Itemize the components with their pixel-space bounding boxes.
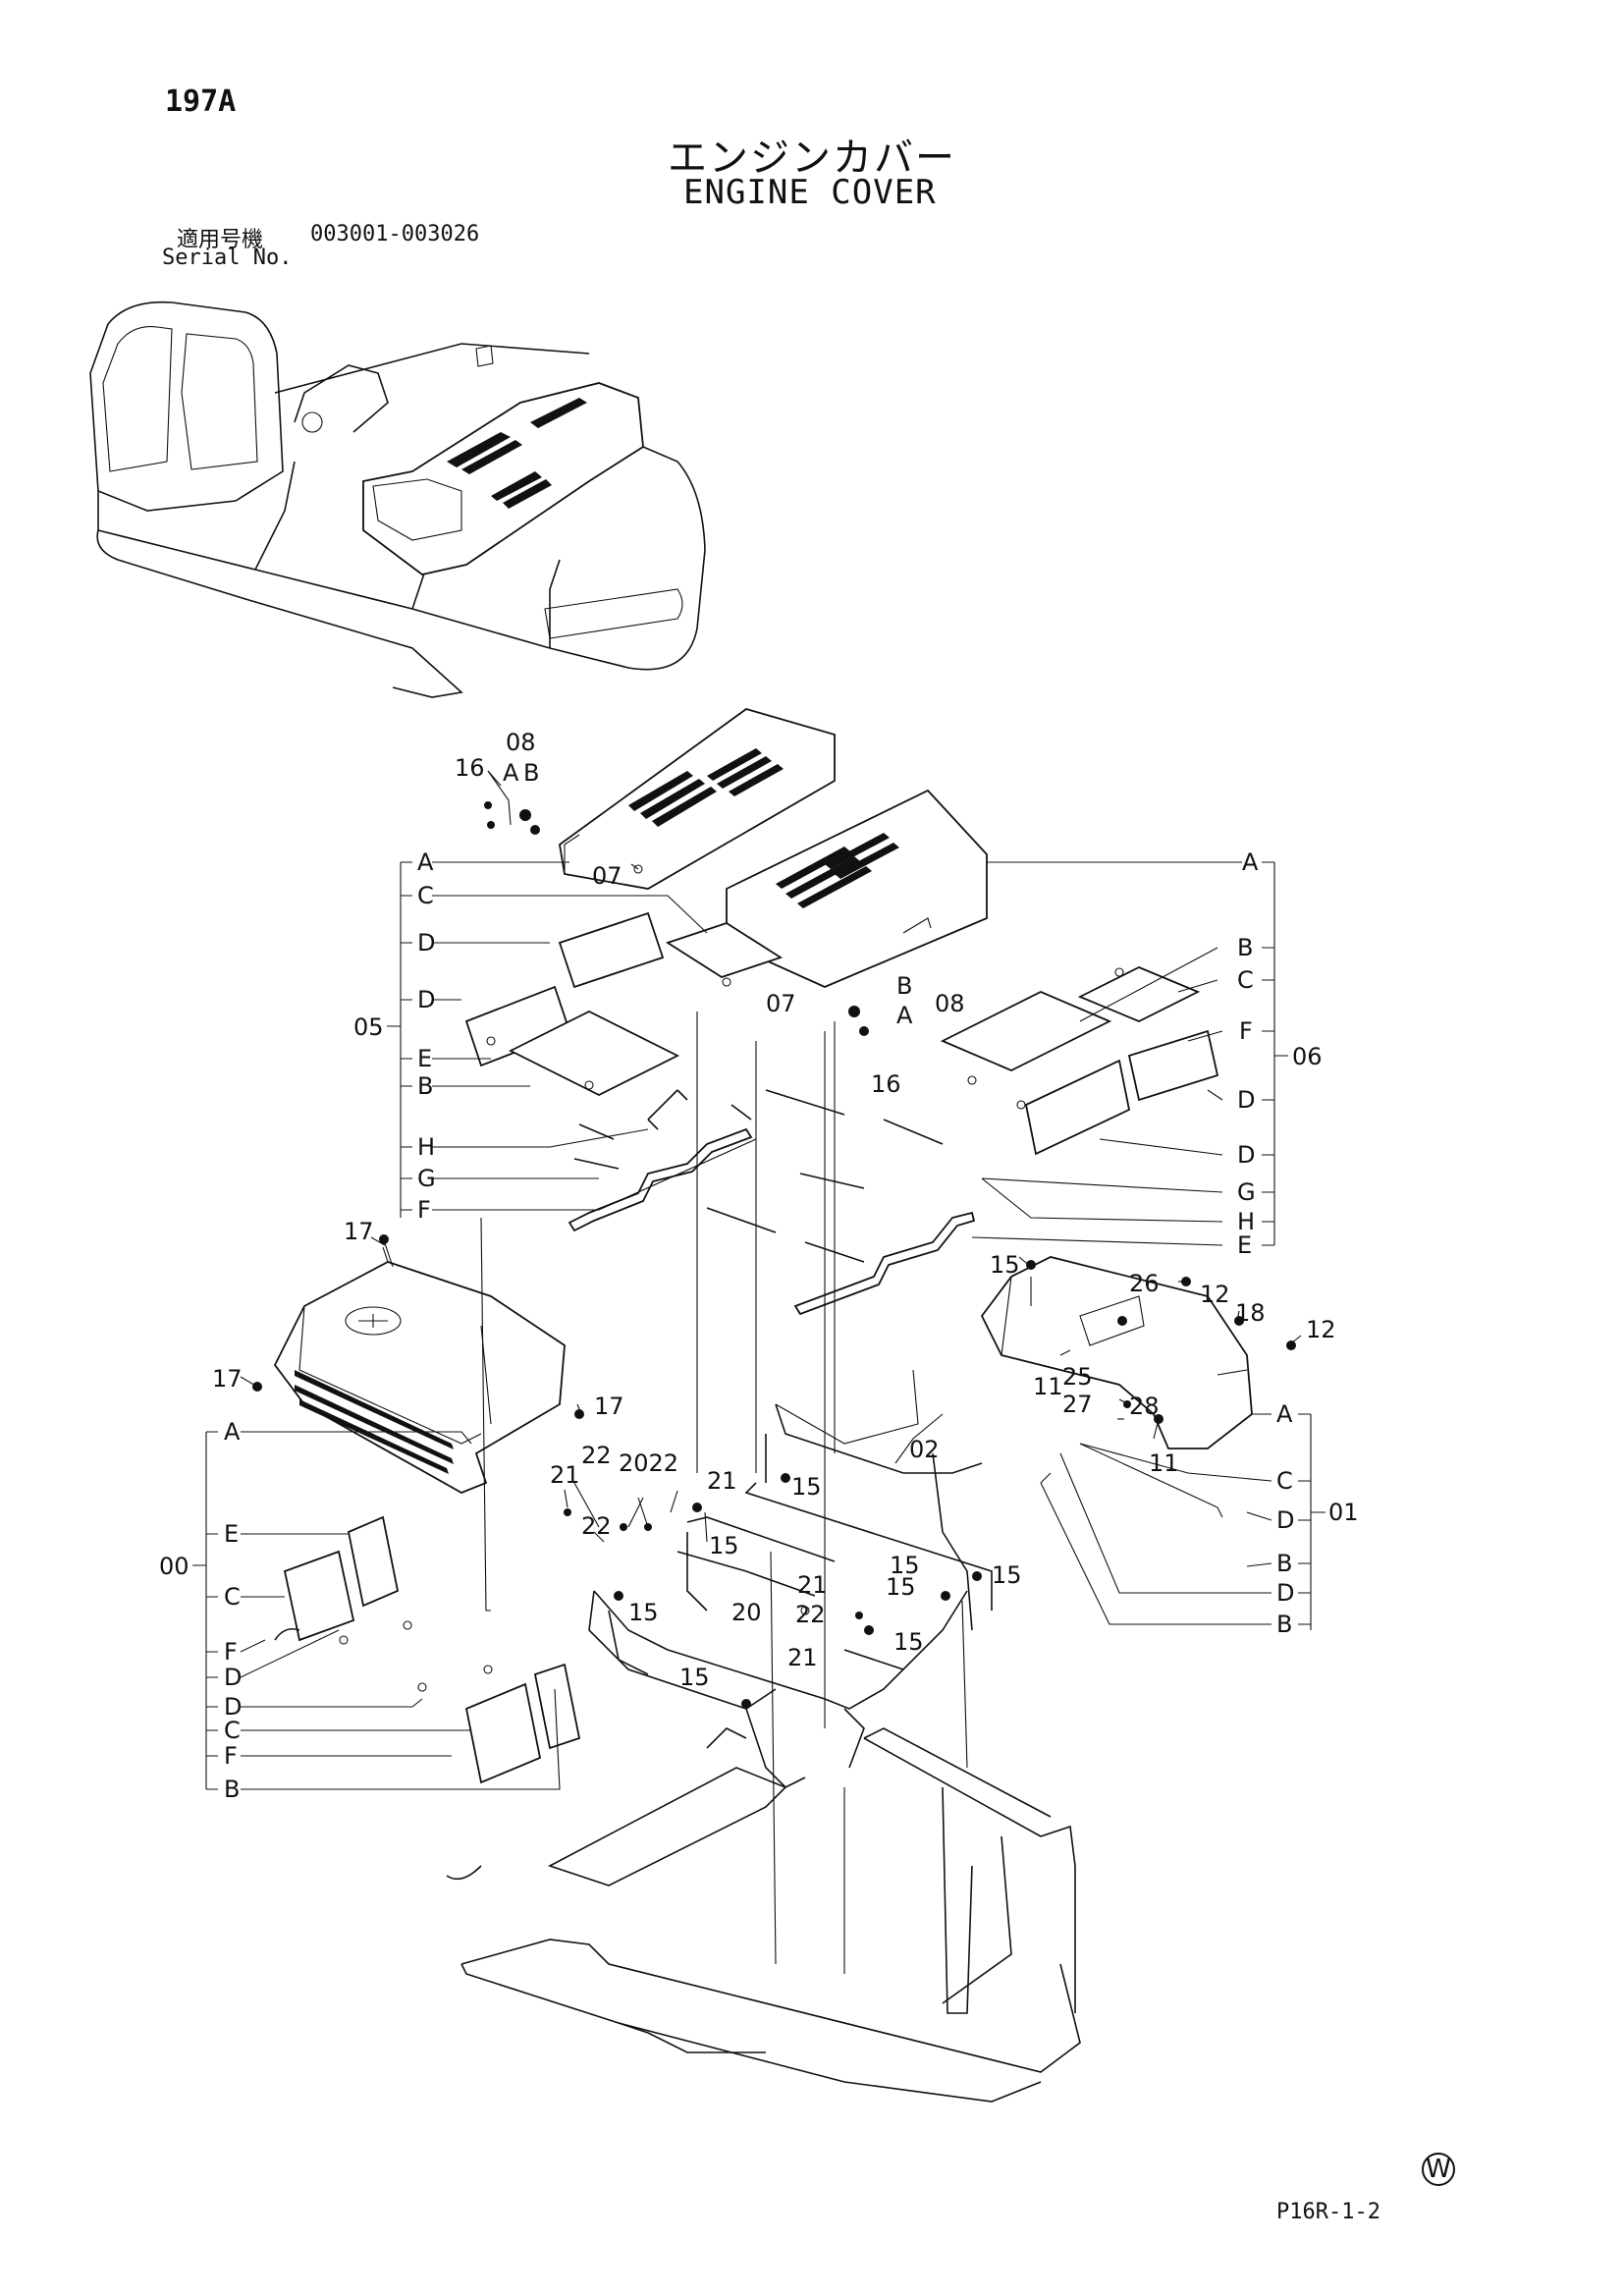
title-english: ENGINE COVER xyxy=(683,173,937,212)
callout-00-b: B xyxy=(224,1776,240,1803)
callout-01-b1: B xyxy=(1276,1550,1292,1577)
callout-06-d1: D xyxy=(1237,1086,1255,1114)
callout-00-f1: F xyxy=(224,1638,238,1666)
callout-05-b: B xyxy=(417,1072,433,1100)
serial-label-japanese: 適用号機 xyxy=(177,228,264,252)
callout-07-mid: 07 xyxy=(766,990,796,1017)
callout-01-a: A xyxy=(1276,1400,1293,1428)
callout-05-h: H xyxy=(417,1133,435,1161)
serial-range: 003001-003026 xyxy=(310,222,480,246)
callout-06-a: A xyxy=(1242,848,1259,876)
callout-00-c1: C xyxy=(224,1583,241,1611)
callout-15-c: 15 xyxy=(628,1599,659,1626)
callout-05-f: F xyxy=(417,1196,431,1224)
callout-15-e: 15 xyxy=(992,1561,1022,1589)
callout-05-g: G xyxy=(417,1165,436,1192)
callout-00-e: E xyxy=(224,1520,239,1548)
callout-22-a: 22 xyxy=(581,1442,612,1469)
callout-06-f: F xyxy=(1239,1017,1253,1045)
callout-06-b: B xyxy=(1237,934,1253,961)
callout-07-top: 07 xyxy=(592,862,622,890)
callout-12-b: 12 xyxy=(1306,1316,1336,1343)
callout-21-c: 21 xyxy=(797,1571,828,1599)
callout-28: 28 xyxy=(1129,1393,1160,1420)
callout-05-a: A xyxy=(417,848,434,876)
callout-11-a: 11 xyxy=(1033,1373,1063,1400)
leader-lines xyxy=(192,770,1325,1974)
side-cover-right xyxy=(980,1256,1253,1449)
callout-15-a: 15 xyxy=(791,1473,822,1501)
callout-16-top: 16 xyxy=(455,754,485,782)
callout-labels: 08 A B 16 07 07 B A 08 16 05 A C D D E B… xyxy=(159,729,1359,1803)
callout-b-mid: B xyxy=(896,972,912,1000)
callout-a-top: A xyxy=(503,759,519,787)
callout-06-group: 06 xyxy=(1292,1043,1323,1070)
callout-20: 20 xyxy=(731,1599,762,1626)
callout-06-g: G xyxy=(1237,1178,1256,1206)
callout-06-d2: D xyxy=(1237,1141,1255,1169)
callout-25: 25 xyxy=(1062,1363,1093,1391)
callout-00-d2: D xyxy=(224,1693,242,1721)
callout-05-d2: D xyxy=(417,986,435,1013)
callout-01-d2: D xyxy=(1276,1579,1294,1607)
callout-21-d: 21 xyxy=(787,1644,818,1671)
callout-05-e: E xyxy=(417,1045,432,1072)
callout-21-a: 21 xyxy=(550,1461,580,1489)
callout-01-c: C xyxy=(1276,1467,1293,1495)
callout-b-top: B xyxy=(523,759,539,787)
callout-05-c: C xyxy=(417,882,434,909)
figure-code: P16R-1-2 xyxy=(1276,2200,1380,2224)
callout-06-e: E xyxy=(1237,1231,1252,1259)
serial-label-english: Serial No. xyxy=(162,246,293,270)
callout-15-b: 15 xyxy=(709,1532,739,1559)
callout-12-a: 12 xyxy=(1200,1281,1230,1308)
callout-15-h: 15 xyxy=(886,1573,916,1601)
callout-21-b: 21 xyxy=(707,1467,737,1495)
support-frame xyxy=(588,1403,993,1788)
callout-01-b2: B xyxy=(1276,1611,1292,1638)
callout-01-group: 01 xyxy=(1328,1499,1359,1526)
callout-15-g: 15 xyxy=(679,1664,710,1691)
callout-02: 02 xyxy=(909,1436,940,1463)
callout-05-d1: D xyxy=(417,929,435,957)
side-panels xyxy=(274,1515,581,1881)
callout-17-a: 17 xyxy=(344,1218,374,1245)
callout-00-f2: F xyxy=(224,1742,238,1770)
top-cover-front xyxy=(559,708,836,890)
callout-00-c2: C xyxy=(224,1717,241,1744)
callout-18: 18 xyxy=(1235,1299,1266,1327)
page-number: 197A xyxy=(165,84,237,119)
callout-22-c: 22 xyxy=(795,1601,826,1628)
callout-22-b: 22 xyxy=(581,1512,612,1540)
callout-2022: 2022 xyxy=(619,1449,678,1477)
callout-15-top: 15 xyxy=(990,1251,1020,1279)
callout-11-b: 11 xyxy=(1149,1449,1179,1477)
callout-15-f: 15 xyxy=(893,1628,924,1656)
top-cover-rear xyxy=(726,789,988,988)
callout-00-d1: D xyxy=(224,1664,242,1691)
callout-a-mid: A xyxy=(896,1002,913,1029)
excavator-overview-illustration xyxy=(89,301,706,698)
callout-06-h: H xyxy=(1237,1208,1255,1235)
callout-15-d: 15 xyxy=(890,1552,920,1579)
callout-00-a: A xyxy=(224,1418,241,1446)
callout-08-mid: 08 xyxy=(935,990,965,1017)
callout-16-mid: 16 xyxy=(871,1070,901,1098)
callout-01-d1: D xyxy=(1276,1506,1294,1534)
base-frame xyxy=(460,1727,1081,2103)
callout-26: 26 xyxy=(1129,1270,1160,1297)
side-cover-left xyxy=(273,1246,566,1494)
callout-17-c: 17 xyxy=(594,1393,624,1420)
watermark-logo: W xyxy=(1422,2153,1455,2186)
fasteners xyxy=(252,801,1296,1709)
callout-06-c: C xyxy=(1237,966,1254,994)
callout-08-top: 08 xyxy=(506,729,536,756)
callout-27: 27 xyxy=(1062,1391,1093,1418)
callout-00-group: 00 xyxy=(159,1553,189,1580)
insulation-pads xyxy=(464,911,1219,1316)
callout-17-b: 17 xyxy=(212,1365,243,1393)
title-japanese: エンジンカバー xyxy=(668,136,956,181)
callout-05-group: 05 xyxy=(353,1013,384,1041)
